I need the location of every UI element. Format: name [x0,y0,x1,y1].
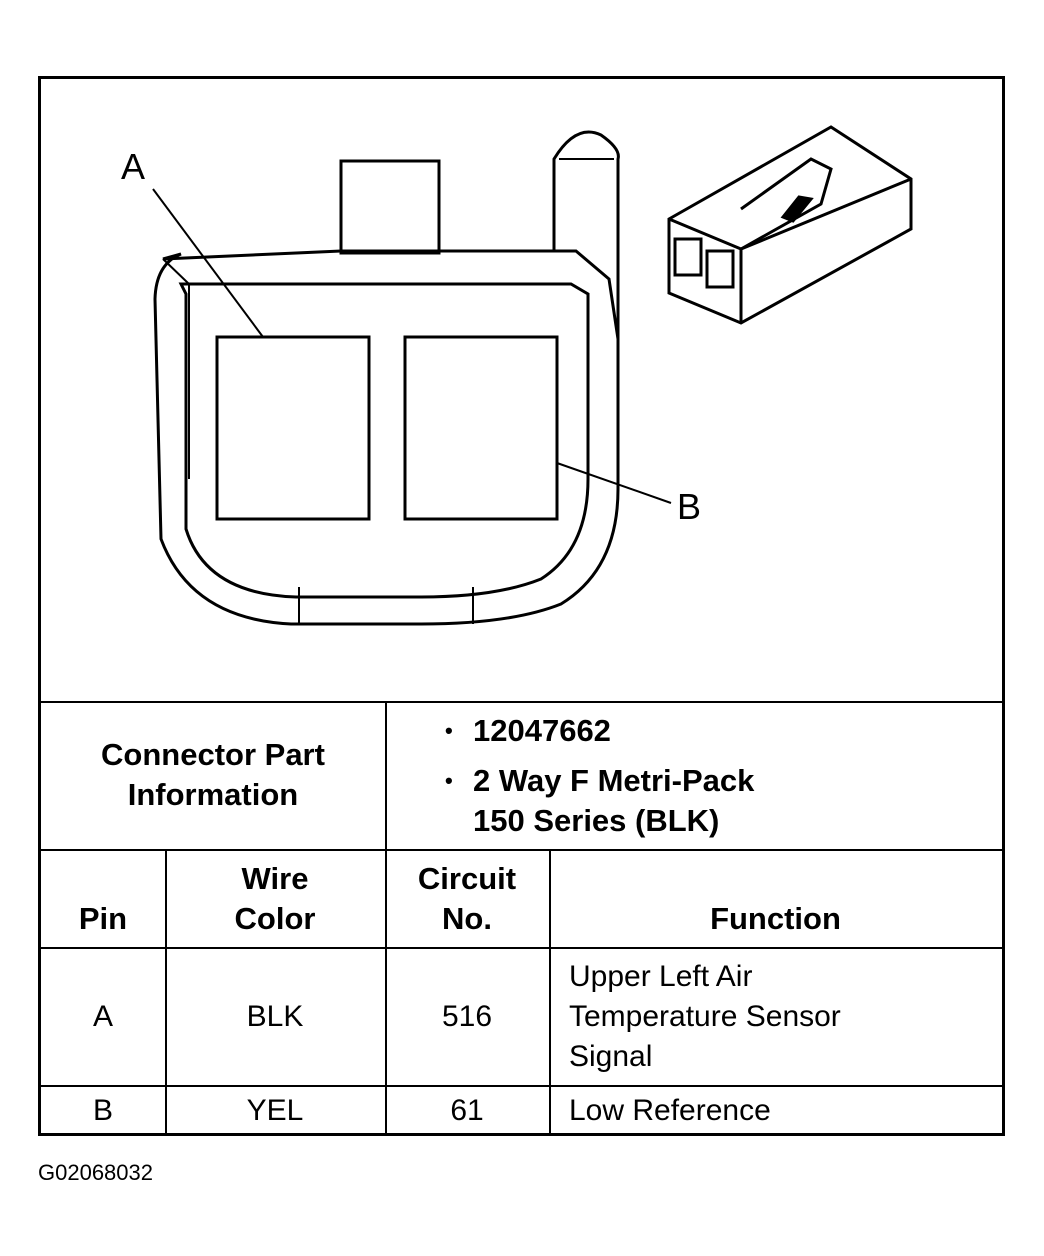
connector-body-inner [178,282,590,599]
header-wire-color: Wire Color [234,861,316,936]
row-b-pin: B [92,1094,113,1127]
col-divider-1 [165,849,167,1136]
row-a-pin: A [92,1000,113,1033]
callout-a-leader [152,188,264,338]
row-a-bottom-border [41,1085,1002,1087]
part-info-divider [385,701,387,849]
callout-b-label: B [677,486,701,527]
part-info-label: Connector Part Information [101,737,325,812]
table-top-border [41,701,1002,703]
col-divider-2 [385,849,387,1136]
figure-id: G02068032 [38,1160,153,1185]
connector-lock-arm [552,130,620,479]
part-description-item: • 2 Way F Metri-Pack 150 Series (BLK) [439,761,754,841]
connector-body-outer [153,249,620,626]
header-pin: Pin [78,901,128,936]
header-circuit-no: Circuit No. [417,861,517,936]
terminal-cavity-a [215,335,371,521]
callout-a-label: A [121,146,145,187]
connector-isometric-icon [667,125,913,325]
row-a-function: Upper Left Air Temperature Sensor Signal [569,960,841,1073]
terminal-cavity-b [403,335,559,521]
connector-latch-tab [339,159,441,255]
row-b-wire: YEL [246,1094,304,1127]
header-bottom-border [41,947,1002,949]
bullet-icon: • [445,768,453,793]
part-number-item: • 12047662 [439,711,611,751]
connector-diagram: A B [121,125,913,626]
diagram-frame: A B Connector Part Information • 1204766… [38,76,1005,1136]
row-a-wire: BLK [246,1000,304,1033]
callout-b-leader [556,462,672,504]
header-function: Function [710,901,841,936]
col-divider-3 [549,849,551,1136]
row-b-function: Low Reference [569,1094,771,1127]
bullet-icon: • [445,718,453,743]
row-b-circuit: 61 [450,1094,484,1127]
part-info-bottom-border [41,849,1002,851]
row-a-circuit: 516 [441,1000,493,1033]
